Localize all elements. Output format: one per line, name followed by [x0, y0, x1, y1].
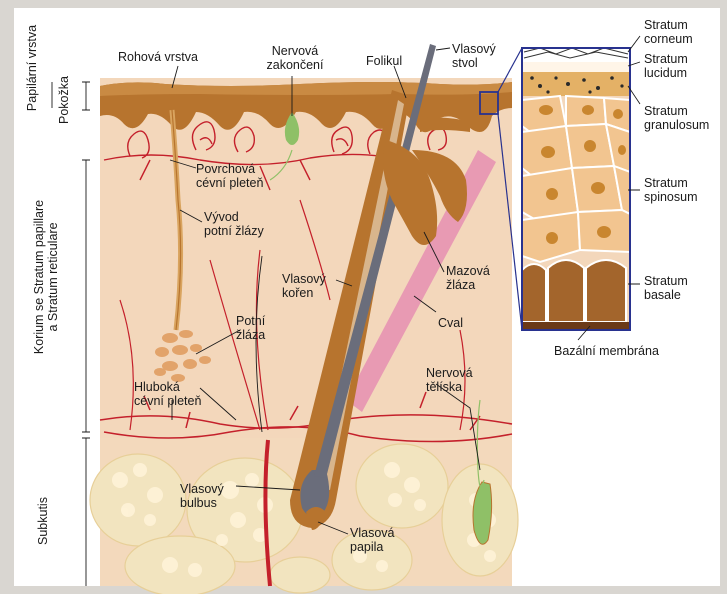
- label-vlasovy-stvol-l1: Vlasový: [452, 42, 496, 56]
- label-vlasova-papila: Vlasovápapila: [350, 526, 394, 554]
- label-teliska-l2: tělíska: [426, 380, 473, 394]
- label-vlasovy-koren-l1: Vlasový: [282, 272, 326, 286]
- label-lucidum-l1: Stratum: [644, 52, 688, 66]
- label-nervova-zakonceni: Nervovázakončení: [260, 44, 330, 72]
- label-nervova-zakonceni-l2: zakončení: [260, 58, 330, 72]
- label-vyvod-potni-zlazy: Vývodpotní žlázy: [204, 210, 264, 238]
- label-papila-l2: papila: [350, 540, 394, 554]
- label-potni-l1: Potní: [236, 314, 265, 328]
- label-spinosum-l1: Stratum: [644, 176, 698, 190]
- label-mazova-l2: žláza: [446, 278, 490, 292]
- label-basale-l2: basale: [644, 288, 688, 302]
- label-rohova-vrstva: Rohová vrstva: [118, 50, 198, 64]
- label-vlasovy-bulbus: Vlasovýbulbus: [180, 482, 224, 510]
- label-vyvod-l2: potní žlázy: [204, 224, 264, 238]
- vertical-label-epidermis: Pokožka: [57, 74, 71, 126]
- vertical-label-corium-line2: a Stratum reticulare: [46, 172, 60, 382]
- label-corneum-l1: Stratum: [644, 18, 693, 32]
- label-nervova-zakonceni-l1: Nervová: [260, 44, 330, 58]
- label-vyvod-l1: Vývod: [204, 210, 264, 224]
- vertical-label-papillary: Papilární vrstva: [25, 18, 39, 118]
- label-povrchova-pleten-l1: Povrchová: [196, 162, 263, 176]
- label-hluboka-l1: Hluboká: [134, 380, 201, 394]
- label-stratum-granulosum: Stratumgranulosum: [644, 104, 709, 132]
- label-potni-zlaza: Potnížláza: [236, 314, 265, 342]
- label-corneum-l2: corneum: [644, 32, 693, 46]
- label-povrchova-pleten-l2: cévní pleteň: [196, 176, 263, 190]
- label-mazova-zlaza: Mazovážláza: [446, 264, 490, 292]
- label-hluboka-pleten: Hlubokácévní pleteň: [134, 380, 201, 408]
- vertical-label-subcutis: Subkutis: [36, 476, 50, 566]
- label-papila-l1: Vlasová: [350, 526, 394, 540]
- label-nervova-teliska: Nervovátělíska: [426, 366, 473, 394]
- label-granulosum-l1: Stratum: [644, 104, 709, 118]
- label-povrchova-pleten: Povrchovácévní pleteň: [196, 162, 263, 190]
- label-bulbus-l2: bulbus: [180, 496, 224, 510]
- label-vlasovy-koren-l2: kořen: [282, 286, 326, 300]
- label-vlasovy-stvol: Vlasovýstvol: [452, 42, 496, 70]
- label-vlasovy-stvol-l2: stvol: [452, 56, 496, 70]
- label-lucidum-l2: lucidum: [644, 66, 688, 80]
- label-bulbus-l1: Vlasový: [180, 482, 224, 496]
- vertical-label-corium-line1: Korium se Stratum papillare: [32, 172, 46, 382]
- label-cval: Cval: [438, 316, 463, 330]
- label-potni-l2: žláza: [236, 328, 265, 342]
- label-granulosum-l2: granulosum: [644, 118, 709, 132]
- label-stratum-corneum: Stratumcorneum: [644, 18, 693, 46]
- label-folikul: Folikul: [366, 54, 402, 68]
- epidermis-layers-inset: [522, 48, 630, 330]
- label-vlasovy-koren: Vlasovýkořen: [282, 272, 326, 300]
- label-stratum-basale: Stratumbasale: [644, 274, 688, 302]
- label-bazalni-membrana: Bazální membrána: [554, 344, 659, 358]
- label-basale-l1: Stratum: [644, 274, 688, 288]
- label-hluboka-l2: cévní pleteň: [134, 394, 201, 408]
- label-teliska-l1: Nervová: [426, 366, 473, 380]
- label-stratum-spinosum: Stratumspinosum: [644, 176, 698, 204]
- label-mazova-l1: Mazová: [446, 264, 490, 278]
- label-stratum-lucidum: Stratumlucidum: [644, 52, 688, 80]
- vertical-label-corium: Korium se Stratum papillare a Stratum re…: [32, 172, 60, 382]
- label-spinosum-l2: spinosum: [644, 190, 698, 204]
